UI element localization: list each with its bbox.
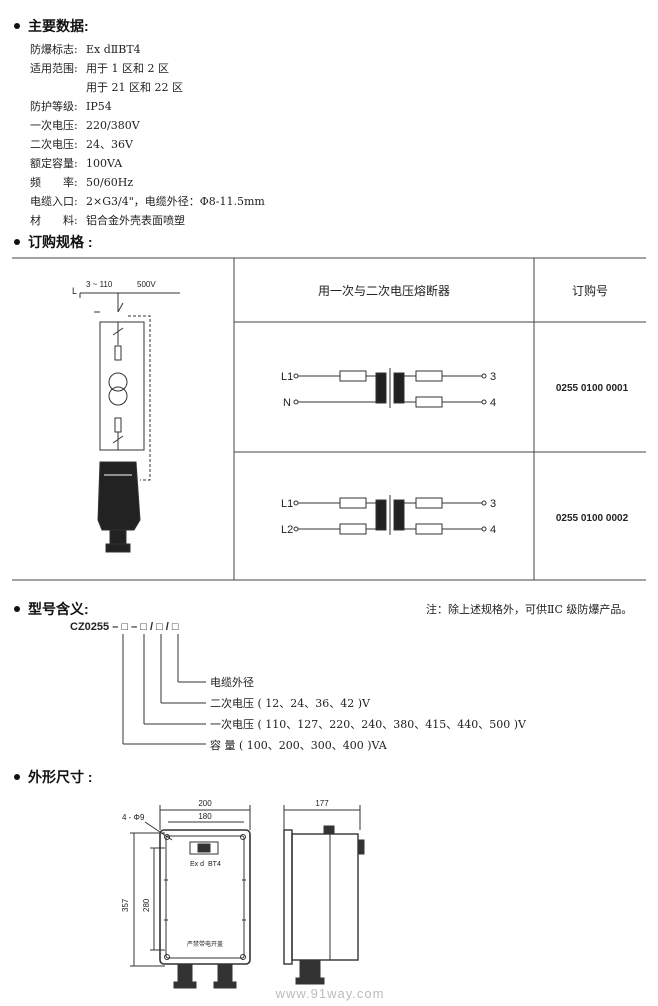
spec-row: 额定容量:100VA (30, 157, 123, 170)
spec-row: 频 率:50/60Hz (30, 176, 134, 189)
spec-row: 二次电压:24、36V (30, 138, 133, 151)
model-note: 注：除上述规格外，可供ⅡC 级防爆产品。 (426, 603, 633, 616)
order-column-header: 订购号 (572, 283, 608, 298)
order-number-1: 0255 0100 0001 (556, 383, 629, 394)
order-heading: 订购规格 : (14, 232, 93, 252)
bullet-icon (14, 606, 20, 613)
circuit-diagram-1 (293, 368, 487, 408)
bullet-icon (14, 23, 20, 30)
fuse-column-header: 用一次与二次电压熔断器 (318, 283, 450, 298)
main-data-heading: 主要数据: (14, 16, 89, 36)
dim-width-inner: 180 (198, 812, 212, 821)
circuit-2-input-top: L1 (281, 498, 293, 510)
spec-row: 材 料:铝合金外壳表面喷塑 (30, 214, 185, 227)
dim-mounting-hole: 4 - Φ9 (122, 813, 145, 822)
nameplate-text-1: Ex d (190, 861, 204, 868)
side-view-drawing (283, 805, 365, 985)
legend-primary-voltage: 一次电压 ( 110、127、220、240、380、415、440、500 )… (210, 717, 527, 731)
wiring-device-drawing (79, 292, 180, 553)
wiring-l-label: L (72, 286, 77, 296)
order-table-grid (12, 257, 646, 581)
circuit-2-input-bottom: L2 (281, 524, 293, 536)
watermark: www.91way.com (275, 986, 385, 1001)
bullet-icon (14, 239, 20, 246)
circuit-2-output-bottom: 4 (490, 524, 496, 536)
dim-height-total: 357 (121, 898, 130, 912)
circuit-1-input-bottom: N (283, 397, 291, 409)
order-number-2: 0255 0100 0002 (556, 513, 629, 524)
circuit-diagram-2 (293, 495, 487, 535)
model-heading: 型号含义: (14, 599, 89, 619)
legend-cable-diameter: 电缆外径 (210, 676, 254, 689)
spec-list: 防爆标志:Ex dⅡBT4 适用范围:用于 1 区和 2 区 用于 21 区和 … (30, 40, 265, 230)
dim-height-inner: 280 (142, 898, 151, 912)
front-view-drawing (130, 805, 251, 989)
warning-label: 严禁带电开盖 (187, 940, 223, 948)
dimensions-heading: 外形尺寸 : (14, 767, 93, 787)
legend-secondary-voltage: 二次电压 ( 12、24、36、42 )V (210, 696, 371, 710)
wiring-voltage-low: 3 ~ 110 (86, 280, 113, 289)
spec-row: 电缆入口:2×G3/4"，电缆外径：Φ8-11.5mm (30, 195, 265, 208)
circuit-2-output-top: 3 (490, 498, 496, 510)
model-code: CZ0255 – □ – □ / □ / □ (70, 621, 179, 633)
bullet-icon (14, 774, 20, 781)
dim-width-total: 200 (198, 799, 212, 808)
nameplate-text-2: BT4 (208, 861, 221, 868)
wiring-voltage-high: 500V (137, 280, 156, 289)
circuit-1-input-top: L1 (281, 371, 293, 383)
circuit-1-output-bottom: 4 (490, 397, 496, 409)
legend-capacity: 容 量 ( 100、200、300、400 )VA (210, 738, 388, 752)
model-code-brackets (122, 634, 206, 745)
spec-row: 适用范围:用于 1 区和 2 区 (30, 62, 169, 75)
circuit-1-output-top: 3 (490, 371, 496, 383)
spec-row: 用于 21 区和 22 区 (86, 81, 183, 94)
spec-row: 防爆标志:Ex dⅡBT4 (30, 43, 141, 56)
dim-depth: 177 (315, 799, 329, 808)
spec-row: 一次电压:220/380V (30, 119, 140, 132)
spec-row: 防护等级:IP54 (30, 100, 112, 113)
